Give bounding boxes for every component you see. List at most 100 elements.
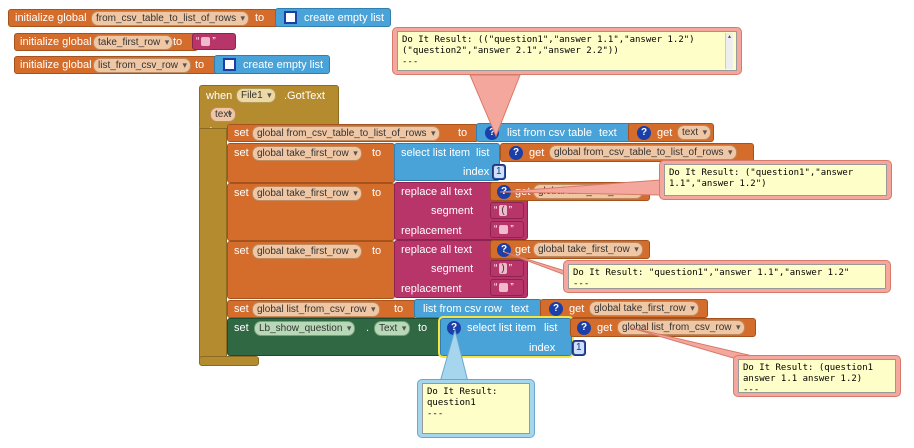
event-when-block[interactable]: when File1 .GotText text do [199,85,339,138]
event-body-rail [199,128,227,364]
index-value[interactable]: 1 [574,342,584,354]
set-global-block[interactable]: set global take_first_row to [227,241,395,299]
text-field[interactable] [201,36,211,46]
bubble-tail [499,179,661,196]
global-name-field[interactable]: list_from_csv_row [93,58,192,73]
init-global-block[interactable]: initialize global list_from_csv_row to [14,56,220,74]
fn-label: replace all text [401,186,472,198]
segment-value[interactable]: ) [499,262,507,274]
get-block[interactable]: ? get global from_csv_table_to_list_of_r… [500,143,754,162]
get-block[interactable]: ? get global take_first_row [540,299,708,318]
index-number-block[interactable]: 1 [492,164,506,180]
list-from-csv-row-block[interactable]: list from csv row text [414,299,542,318]
to-label: to [458,127,468,139]
select-list-item-block[interactable]: select list item list index [394,143,500,181]
get-label: get [569,303,585,315]
fn-label: select list item [467,322,537,334]
quote-close: ” [212,36,216,47]
set-label: set [234,322,249,334]
var-dropdown[interactable]: global take_first_row [252,186,362,201]
index-number-block[interactable]: 1 [572,340,586,356]
to-label: to [255,12,265,24]
var-dropdown[interactable]: global take_first_row [252,146,362,161]
select-list-item-block[interactable]: ? select list item list index [438,316,574,358]
get-var-dropdown[interactable]: text [677,125,712,140]
to-label: to [372,187,382,199]
list-from-csv-table-block[interactable]: ? list from csv table text [476,123,632,142]
property-dropdown[interactable]: Text [374,321,411,336]
do-it-result-text[interactable]: Do It Result: question1 --- [422,383,530,434]
segment-value[interactable]: ( [499,204,507,216]
get-var-dropdown[interactable]: global take_first_row [589,301,699,316]
get-block[interactable]: ? get global take_first_row [490,240,650,259]
text-field[interactable] [499,224,509,234]
replacement-string-block[interactable]: “” [490,221,524,238]
dot-label: . [366,322,370,334]
param-text[interactable]: text [210,107,237,122]
get-label: get [515,244,531,256]
set-global-block[interactable]: set global take_first_row to [227,183,395,241]
get-var-dropdown[interactable]: global take_first_row [533,242,643,257]
replacement-string-block[interactable]: “” [490,279,524,296]
arg-label: text [511,303,529,315]
bubble-tail [439,328,469,383]
fn-label: select list item [401,147,471,159]
create-empty-list-block[interactable]: create empty list [275,8,391,27]
global-name-field[interactable]: take_first_row [93,35,174,50]
help-icon[interactable]: ? [549,302,563,316]
init-label: initialize global [20,36,92,48]
index-value[interactable]: 1 [494,166,504,178]
component-dropdown[interactable]: File1 [236,88,276,103]
create-empty-list-block[interactable]: create empty list [214,55,330,74]
to-label: to [372,147,382,159]
help-icon[interactable]: ? [577,321,591,335]
set-label: set [234,187,249,199]
var-dropdown[interactable]: global from_csv_table_to_list_of_rows [252,126,440,141]
to-label: to [418,322,428,334]
block-label: create empty list [243,59,324,71]
get-block[interactable]: ? get global list_from_csv_row [570,318,756,337]
init-global-block[interactable]: initialize global take_first_row to [14,33,198,51]
get-var-dropdown[interactable]: global from_csv_table_to_list_of_rows [549,145,737,160]
set-global-block[interactable]: set global from_csv_table_to_list_of_row… [227,124,479,142]
text-field[interactable] [499,282,509,292]
get-var-dropdown[interactable]: global list_from_csv_row [617,320,745,335]
arg-label: text [599,127,617,139]
set-global-block[interactable]: set global list_from_csv_row to [227,300,417,318]
var-dropdown[interactable]: global list_from_csv_row [252,302,380,317]
fn-label: list from csv row [423,303,502,315]
event-name-label: .GotText [284,90,325,102]
component-dropdown[interactable]: Lb_show_question [254,321,356,336]
do-it-result-text[interactable]: Do It Result: "question1","answer 1.1","… [568,264,886,289]
do-it-result-text[interactable]: Do It Result: (("question1","answer 1.1"… [397,31,737,71]
scrollbar[interactable]: ▴ [725,33,733,69]
empty-string-block[interactable]: “” [192,33,236,50]
to-label: to [372,245,382,257]
help-icon[interactable]: ? [637,126,651,140]
bubble-tail [469,74,521,138]
event-footer [199,356,259,366]
set-component-property-block[interactable]: set Lb_show_question . Text to [227,318,443,356]
to-label: to [173,36,183,48]
list-label: list [544,322,558,334]
init-label: initialize global [20,59,92,71]
set-label: set [234,303,249,315]
list-icon [223,58,236,71]
do-it-result-text[interactable]: Do It Result: (question1 answer 1.1 answ… [738,359,896,395]
help-icon[interactable]: ? [509,146,523,160]
set-global-block[interactable]: set global take_first_row to [227,143,395,183]
quote-open: “ [196,36,200,47]
get-label: get [597,322,613,334]
get-label: get [657,127,673,139]
init-global-block[interactable]: initialize global from_csv_table_to_list… [8,9,280,27]
var-dropdown[interactable]: global take_first_row [252,244,362,259]
segment-string-block[interactable]: “)” [490,260,524,277]
do-it-result-text[interactable]: Do It Result: ("question1","answer 1.1",… [664,164,887,196]
help-icon[interactable]: ? [447,321,461,335]
global-name-field[interactable]: from_csv_table_to_list_of_rows [91,11,250,26]
segment-string-block[interactable]: “(” [490,202,524,219]
get-label: get [529,147,545,159]
set-label: set [234,147,249,159]
get-block[interactable]: ? get text [628,123,714,142]
